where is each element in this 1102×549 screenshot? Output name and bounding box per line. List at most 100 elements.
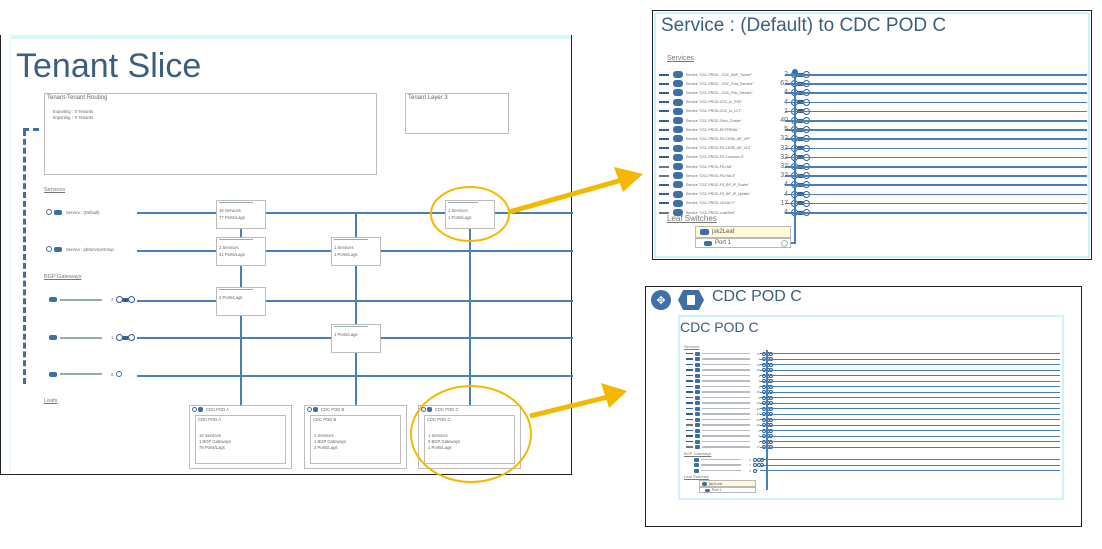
service-link-line — [785, 193, 1087, 196]
services-section-label[interactable]: Services — [44, 187, 66, 193]
routing-box-title: Tenant-Tenant Routing — [47, 95, 108, 101]
pod-card-a[interactable]: CDC POD A CDC POD A 16 Services 1 BGP Ga… — [189, 405, 292, 469]
bgp-ops-icons[interactable] — [116, 296, 136, 303]
service-icon — [673, 209, 683, 216]
service-icon — [695, 423, 700, 427]
bgp-link-line — [760, 464, 1060, 466]
leaf-switch-header[interactable]: jsk2Leaf — [695, 226, 791, 238]
expand-icon[interactable] — [421, 407, 426, 412]
leaf-switch-name: jsk2Leaf — [712, 229, 735, 235]
service-icon — [673, 107, 683, 115]
leaf-switches-label[interactable]: Leaf Switches — [667, 214, 717, 223]
matrix-cell[interactable]: 1 Services 1 Ports/Lags — [445, 200, 495, 229]
service-link-line — [785, 83, 1087, 85]
bgp-row[interactable]: 1 — [694, 463, 764, 468]
bgp-link-line — [760, 459, 1060, 460]
service-label — [702, 374, 750, 377]
cell-title — [219, 239, 253, 240]
service-icon — [695, 362, 700, 367]
gateway-label — [701, 458, 741, 461]
port-icon — [705, 488, 710, 492]
cell-title — [219, 202, 253, 203]
service-count: 1 — [753, 385, 760, 389]
panel-accent-border — [654, 12, 1090, 258]
tenant-layer3-box[interactable]: Tenant Layer 3 — [405, 93, 509, 134]
expand-bracket-line[interactable] — [23, 130, 26, 384]
service-icon — [673, 190, 683, 198]
services-section-label[interactable]: Services — [667, 55, 694, 62]
cell-line1: 16 Services — [219, 208, 241, 213]
leafs-section-label[interactable]: Leafs — [44, 398, 58, 404]
tenant-routing-box[interactable]: Tenant-Tenant Routing Exporting : 0 Tena… — [44, 93, 377, 175]
service-icon — [695, 373, 700, 378]
leaf-port-row[interactable]: Port 1 — [699, 487, 756, 493]
service-link-line — [760, 353, 1060, 354]
expand-icon[interactable] — [192, 407, 197, 412]
pod-hex-icon — [678, 290, 704, 310]
pod-header: CDC POD B — [321, 407, 345, 412]
service-row-group[interactable]: Service : pbServiceGroup — [46, 246, 114, 252]
pod-card-c[interactable]: CDC POD C CDC POD C 1 Services 0 BGP Gat… — [418, 405, 521, 469]
service-count: 32 — [776, 135, 788, 142]
pod-header: CDC POD C — [435, 407, 459, 412]
link-style-icon — [686, 446, 693, 448]
panel-left-accent — [9, 35, 11, 474]
service-link-line — [785, 212, 1087, 214]
service-label: Service : pbServiceGroup — [66, 246, 114, 252]
expand-bracket-top[interactable] — [23, 128, 39, 131]
expand-icon[interactable] — [46, 209, 52, 215]
pod-card-b[interactable]: CDC POD B CDC POD B 1 Services 1 BGP Gat… — [304, 405, 407, 469]
service-count: 40 — [756, 390, 760, 394]
services-section-label[interactable]: Services — [684, 344, 700, 349]
expand-icon[interactable] — [46, 246, 52, 252]
bgp-row[interactable]: 1 — [49, 334, 136, 341]
matrix-cell[interactable]: 16 Services 77 Ports/Lags — [216, 200, 266, 229]
bgp-ops-icons[interactable] — [116, 334, 136, 341]
service-row-default[interactable]: Service : (Default) — [46, 209, 100, 215]
port-status-icon[interactable] — [781, 240, 788, 247]
service-icon — [695, 357, 700, 361]
link-style-icon — [659, 165, 669, 168]
link-style-icon — [659, 156, 669, 159]
expand-arrows-icon[interactable]: ✥ — [651, 290, 671, 310]
port-label: Port 1 — [712, 488, 722, 492]
callout-arrowhead — [601, 383, 627, 408]
bgp-section-label[interactable]: BGP Gateways — [44, 274, 82, 280]
service-icon — [54, 209, 62, 215]
link-style-icon — [659, 128, 669, 131]
bgp-row[interactable]: 0 — [694, 468, 757, 473]
service-link-line — [785, 202, 1087, 205]
service-label: Service "CSC-PROD-FS-Hdt-3" — [686, 173, 736, 178]
link-style-icon — [659, 82, 669, 85]
bgp-row[interactable]: 2 — [694, 457, 764, 462]
matrix-cell[interactable]: 1 Services 1 Ports/Lags — [331, 237, 381, 266]
bgp-op-icon[interactable] — [116, 371, 123, 377]
service-link-line — [760, 408, 1060, 409]
matrix-cell[interactable]: 2 Services 41 Ports/Lags — [216, 237, 266, 266]
cell-line1: 1 Services — [334, 245, 354, 250]
bgp-link-line — [760, 470, 1060, 471]
bgp-count: 1 — [749, 463, 751, 467]
pod-inner: CDC POD C 1 Services 0 BGP Gateways 1 Po… — [424, 415, 515, 464]
server-glyph — [687, 295, 695, 305]
bgp-section-label[interactable]: BGP Gateways — [684, 451, 712, 456]
matrix-cell[interactable]: 1 Ports/Lags — [331, 324, 381, 353]
service-icon — [673, 153, 683, 161]
leaf-switch-header[interactable]: jsk2Leaf — [699, 480, 756, 487]
leaf-switches-label[interactable]: Leaf Switches — [684, 474, 709, 479]
service-count: 34 — [756, 362, 760, 367]
link-style-icon — [686, 402, 693, 404]
service-label: Service "CSC-PROD-FS_BP_IP_Scaler" — [686, 182, 750, 187]
expand-icon[interactable] — [307, 407, 312, 412]
service-link-line — [760, 375, 1060, 376]
service-link-line — [760, 441, 1060, 442]
gateway-icon — [694, 457, 699, 462]
leaf-port-row[interactable]: Port 1 — [695, 238, 791, 248]
service-label — [702, 446, 750, 448]
matrix-cell[interactable]: 2 Ports/Lags — [216, 287, 266, 316]
bgp-ops-icons[interactable] — [753, 468, 757, 473]
service-label: Service "CSC-PROD-CDC_to_LCT" — [686, 109, 742, 114]
bgp-row[interactable]: 0 — [49, 371, 123, 377]
bgp-row[interactable]: 2 — [49, 296, 136, 303]
service-link-line — [785, 110, 1087, 113]
